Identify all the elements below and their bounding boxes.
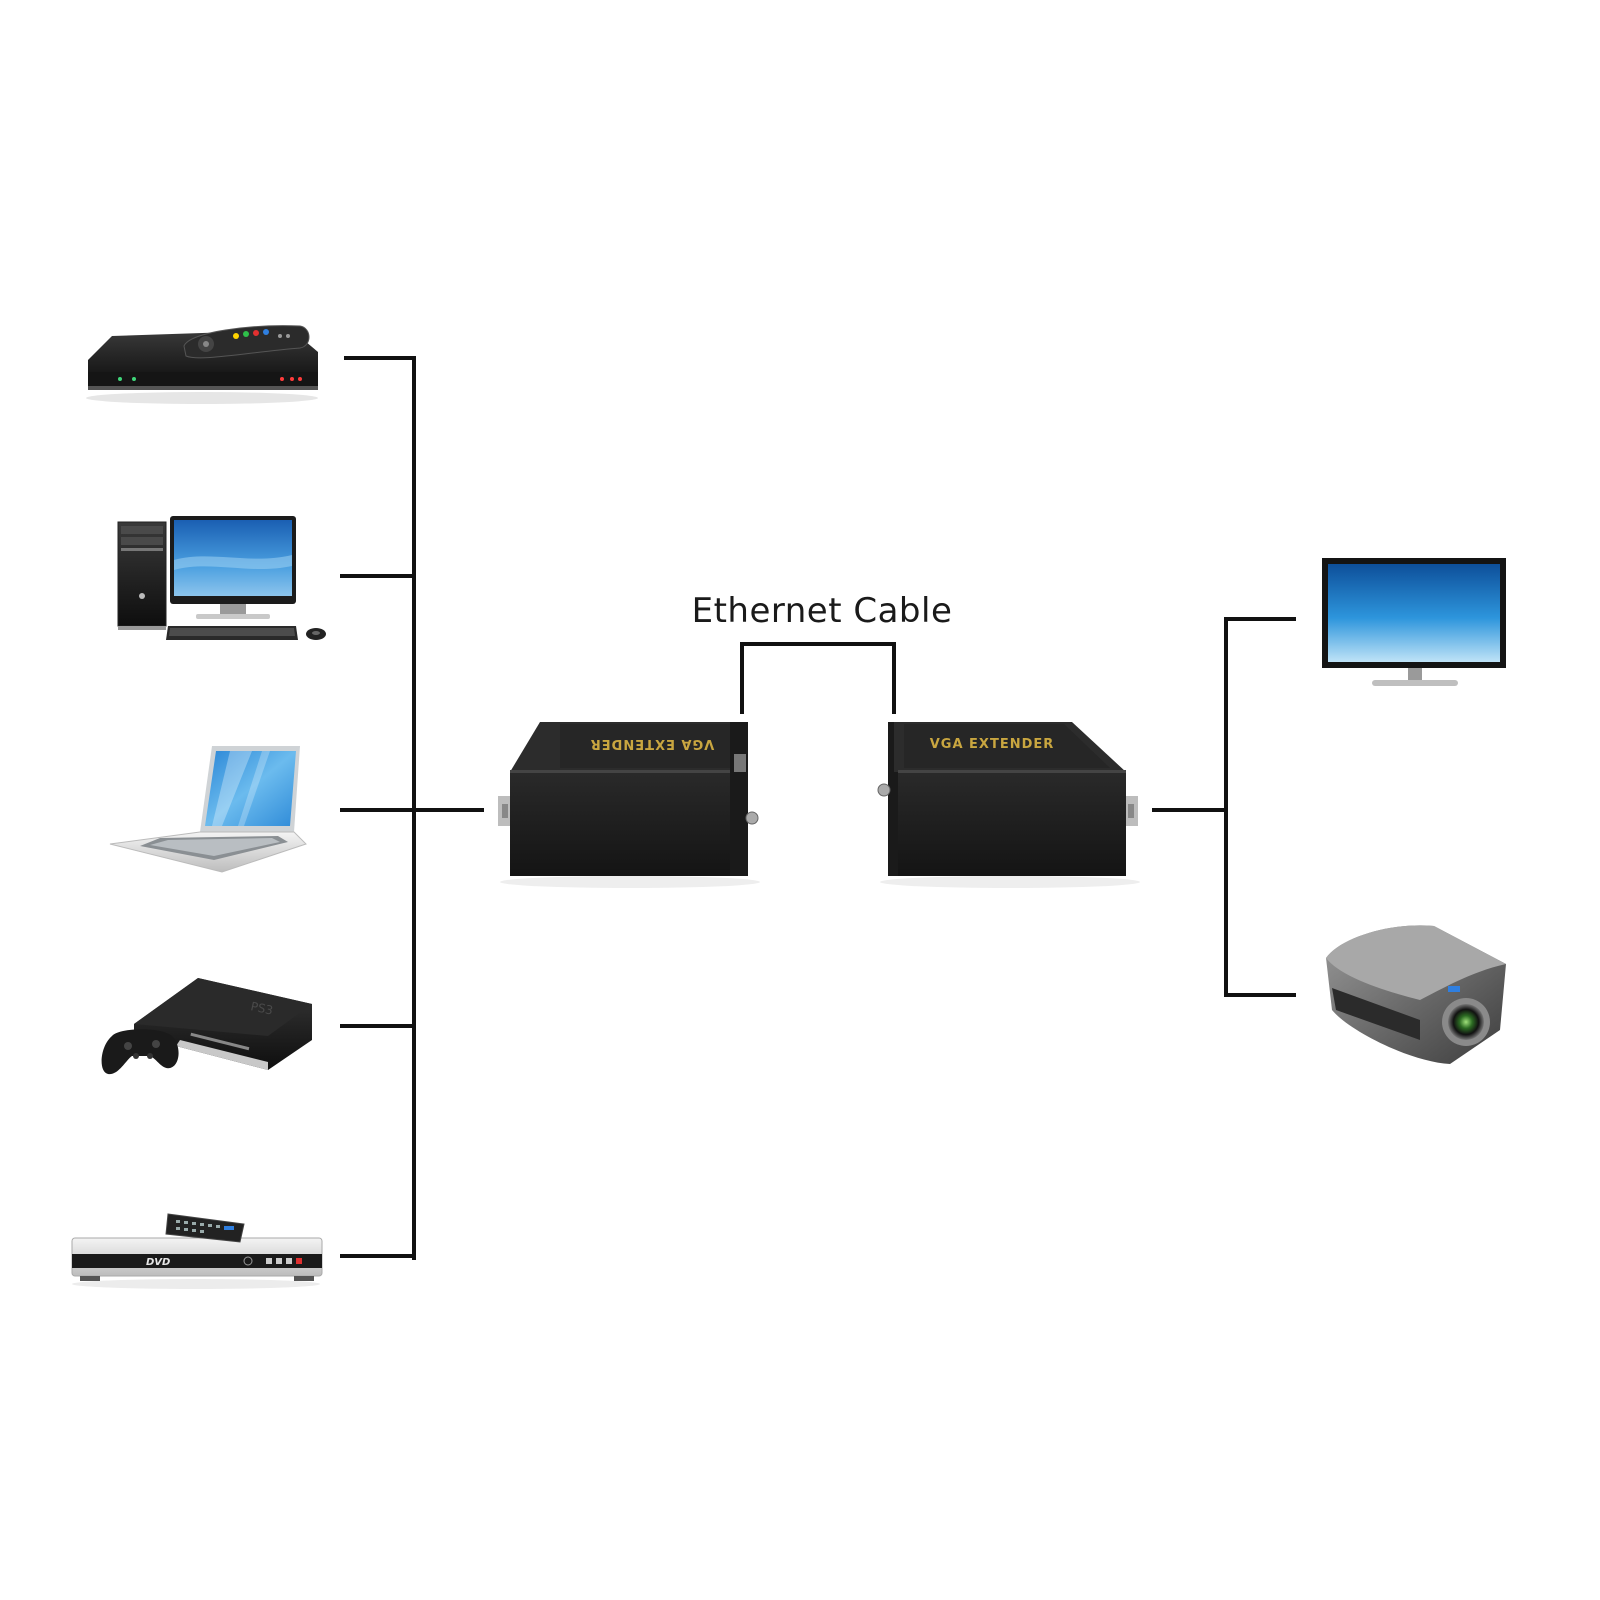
dvd-player-icon: DVD — [71, 1213, 323, 1289]
transmitter-label: VGA EXTENDER — [590, 736, 715, 751]
set-top-box-icon — [86, 325, 318, 404]
wiring — [340, 356, 1296, 1260]
dvd-logo: DVD — [146, 1257, 170, 1268]
ethernet-cable-wire — [740, 642, 896, 714]
monitor-icon — [1322, 558, 1506, 686]
desktop-computer-icon — [117, 516, 326, 640]
ethernet-cable-label: Ethernet Cable — [692, 591, 953, 631]
game-console-icon: PS3 — [101, 978, 312, 1075]
vga-extender-transmitter-icon: VGA EXTENDER — [498, 722, 760, 888]
projector-icon — [1326, 925, 1506, 1064]
laptop-icon — [109, 746, 307, 873]
console-logo: PS3 — [249, 999, 274, 1017]
vga-extender-receiver-icon: VGA EXTENDER — [877, 722, 1140, 888]
receiver-label: VGA EXTENDER — [930, 737, 1055, 752]
